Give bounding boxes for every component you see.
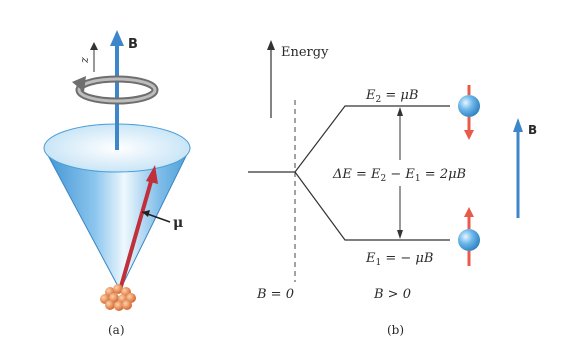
moment-arrow	[118, 177, 154, 291]
nucleus-icon	[100, 284, 136, 311]
moment-label: μ	[173, 215, 183, 231]
field-label-a: B	[128, 37, 138, 52]
upper-level-label: E2 = μB	[365, 88, 418, 105]
moment-arrowhead	[146, 165, 158, 184]
lower-split-line	[294, 171, 450, 241]
delta-e-label: ΔE = E2 − E1 = 2μB	[332, 167, 466, 184]
lower-level-label: E1 = − μB	[365, 251, 433, 268]
rotation-arrow-icon	[72, 75, 159, 105]
energy-axis-label: Energy	[281, 45, 329, 60]
b-zero-label: B = 0	[256, 287, 294, 302]
panel-a: B z μ (a)	[43, 30, 191, 337]
field-arrowhead-a	[110, 30, 124, 46]
field-label-b: B	[528, 123, 537, 137]
caption-a: (a)	[108, 323, 125, 337]
b-positive-label: B > 0	[373, 287, 411, 302]
caption-b: (b)	[387, 323, 404, 337]
upper-split-line	[294, 105, 450, 173]
spin-up-particle	[458, 207, 480, 266]
panel-b: Energy E2 = μB E1 = − μB ΔE = E2 − E1 = …	[248, 40, 537, 337]
z-axis-label: z	[78, 57, 91, 64]
spin-down-particle	[458, 85, 480, 140]
